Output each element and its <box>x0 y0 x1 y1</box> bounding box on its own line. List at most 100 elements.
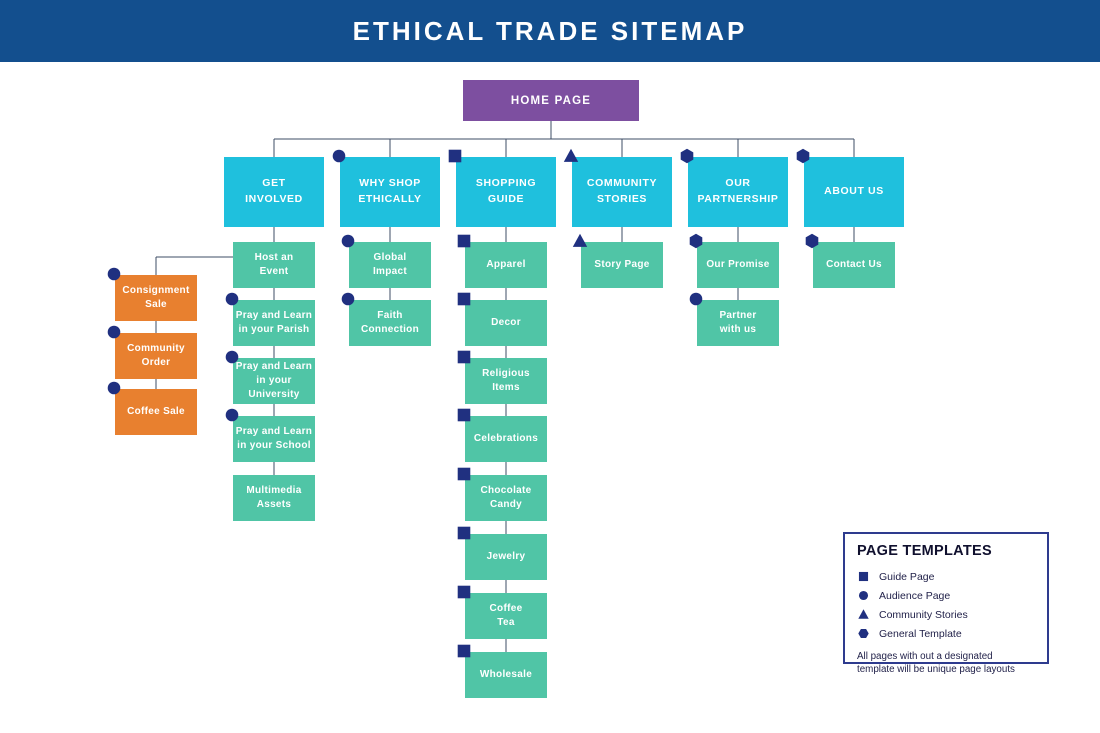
node-label: Chocolate Candy <box>480 485 532 510</box>
node-label: SHOPPING GUIDE <box>475 177 537 205</box>
page-title: ETHICAL TRADE SITEMAP <box>352 15 748 46</box>
node-label: Decor <box>491 317 521 328</box>
node-label: Wholesale <box>479 669 533 680</box>
legend-item-label: Guide Page <box>879 570 935 583</box>
node-global-impact: Global Impact <box>349 242 431 288</box>
community-stories-marker-icon <box>562 147 580 165</box>
community-stories-marker-icon <box>571 232 589 250</box>
general-template-marker-icon <box>678 147 696 165</box>
node-label: Story Page <box>594 259 650 270</box>
node-host-an-event: Host an Event <box>233 242 315 288</box>
node-our-promise: Our Promise <box>697 242 779 288</box>
node-label: Host an Event <box>254 252 294 277</box>
node-label: Consignment Sale <box>122 285 190 310</box>
node-faith-connection: Faith Connection <box>349 300 431 346</box>
node-our-partnership: OUR PARTNERSHIP <box>688 157 788 227</box>
node-partner-with-us: Partner with us <box>697 300 779 346</box>
audience-page-marker-icon <box>223 406 241 424</box>
node-label: ABOUT US <box>824 185 884 198</box>
audience-page-marker-icon <box>687 290 705 308</box>
audience-page-marker-icon <box>105 265 123 283</box>
audience-page-marker-icon <box>339 232 357 250</box>
node-get-involved: GET INVOLVED <box>224 157 324 227</box>
node-label: Religious Items <box>482 368 530 393</box>
node-label: Community Order <box>127 343 185 368</box>
node-consignment-sale: Consignment Sale <box>115 275 197 321</box>
legend-item-triangle: Community Stories <box>857 605 1035 624</box>
audience-page-marker-icon <box>339 290 357 308</box>
node-label: Pray and Learn in your Parish <box>235 310 313 335</box>
legend-item-circle: Audience Page <box>857 586 1035 605</box>
legend-item-label: Audience Page <box>879 589 951 602</box>
hexagon-legend-icon <box>857 627 870 640</box>
audience-page-marker-icon <box>223 290 241 308</box>
node-pray-learn-parish: Pray and Learn in your Parish <box>233 300 315 346</box>
node-label: Celebrations <box>473 433 539 444</box>
node-label: Multimedia Assets <box>246 485 302 510</box>
guide-page-marker-icon <box>455 232 473 250</box>
guide-page-marker-icon <box>455 290 473 308</box>
audience-page-marker-icon <box>105 379 123 397</box>
node-religious-items: Religious Items <box>465 358 547 404</box>
general-template-marker-icon <box>687 232 705 250</box>
node-coffee-tea: Coffee Tea <box>465 593 547 639</box>
legend-item-label: Community Stories <box>879 608 968 621</box>
node-multimedia-assets: Multimedia Assets <box>233 475 315 521</box>
legend-title: PAGE TEMPLATES <box>857 543 992 559</box>
legend-note-line2: template will be unique page layouts <box>857 663 1015 675</box>
guide-page-marker-icon <box>455 406 473 424</box>
node-label: HOME PAGE <box>510 94 592 107</box>
node-label: Contact Us <box>826 259 882 270</box>
guide-page-marker-icon <box>455 465 473 483</box>
node-label: Coffee Sale <box>127 406 185 417</box>
guide-page-marker-icon <box>455 583 473 601</box>
node-pray-learn-university: Pray and Learn in your University <box>233 358 315 404</box>
node-community-order: Community Order <box>115 333 197 379</box>
node-label: Global Impact <box>372 252 408 277</box>
audience-page-marker-icon <box>330 147 348 165</box>
legend-note-line1: All pages with out a designated <box>857 651 993 662</box>
audience-page-marker-icon <box>105 323 123 341</box>
node-celebrations: Celebrations <box>465 416 547 462</box>
square-legend-icon <box>857 570 870 583</box>
guide-page-marker-icon <box>446 147 464 165</box>
node-label: Faith Connection <box>361 310 419 335</box>
guide-page-marker-icon <box>455 524 473 542</box>
node-community-stories: COMMUNITY STORIES <box>572 157 672 227</box>
node-label: WHY SHOP ETHICALLY <box>358 177 422 205</box>
node-label: GET INVOLVED <box>245 177 303 205</box>
guide-page-marker-icon <box>455 348 473 366</box>
node-label: Jewelry <box>486 551 526 562</box>
node-shopping-guide: SHOPPING GUIDE <box>456 157 556 227</box>
legend-note: All pages with out a designated template… <box>857 651 1035 676</box>
node-label: OUR PARTNERSHIP <box>697 177 779 205</box>
triangle-legend-icon <box>857 608 870 621</box>
node-label: Pray and Learn in your School <box>235 426 313 451</box>
node-story-page: Story Page <box>581 242 663 288</box>
node-coffee-sale: Coffee Sale <box>115 389 197 435</box>
node-label: Apparel <box>486 259 526 270</box>
legend-item-hexagon: General Template <box>857 624 1035 643</box>
node-label: Partner with us <box>719 310 757 335</box>
node-pray-learn-school: Pray and Learn in your School <box>233 416 315 462</box>
node-contact-us: Contact Us <box>813 242 895 288</box>
legend-item-label: General Template <box>879 627 962 640</box>
node-home-page: HOME PAGE <box>463 80 639 121</box>
node-apparel: Apparel <box>465 242 547 288</box>
node-chocolate-candy: Chocolate Candy <box>465 475 547 521</box>
legend-item-square: Guide Page <box>857 567 1035 586</box>
node-label: Pray and Learn in your University <box>235 361 313 400</box>
general-template-marker-icon <box>803 232 821 250</box>
node-about-us: ABOUT US <box>804 157 904 227</box>
guide-page-marker-icon <box>455 642 473 660</box>
node-label: COMMUNITY STORIES <box>586 177 658 205</box>
node-why-shop-ethically: WHY SHOP ETHICALLY <box>340 157 440 227</box>
node-label: Our Promise <box>706 259 770 270</box>
node-wholesale: Wholesale <box>465 652 547 698</box>
audience-page-marker-icon <box>223 348 241 366</box>
node-jewelry: Jewelry <box>465 534 547 580</box>
node-label: Coffee Tea <box>489 603 523 628</box>
